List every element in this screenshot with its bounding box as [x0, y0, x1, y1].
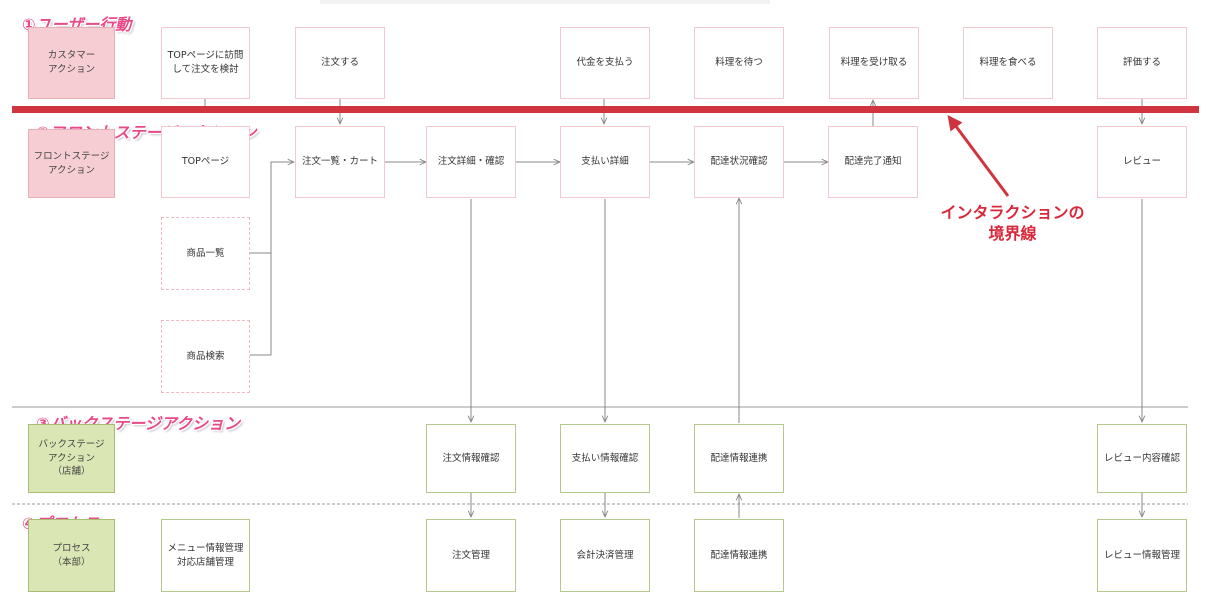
front-delivery-status-box: 配達状況確認: [694, 126, 784, 198]
process-menu-mgmt-box: メニュー情報管理 対応店舗管理: [161, 519, 250, 592]
front-delivery-done-box: 配達完了通知: [828, 126, 918, 198]
customer-order-box: 注文する: [295, 27, 385, 99]
customer-wait-box: 料理を待つ: [694, 27, 784, 99]
front-review-box: レビュー: [1097, 126, 1187, 198]
boundary-callout-arrow: [947, 114, 1010, 197]
front-order-cart-box: 注文一覧・カート: [295, 126, 385, 198]
customer-eat-box: 料理を食べる: [963, 27, 1053, 99]
front-top-page-box: TOPページ: [161, 126, 250, 198]
lane-label-front: フロントステージ アクション: [28, 129, 115, 198]
process-review-mgmt-box: レビュー情報管理: [1097, 519, 1187, 592]
product-list-to-cart-arrow: [250, 162, 294, 254]
back-delivery-link-box: 配達情報連携: [694, 424, 784, 493]
customer-visit-top-box: TOPページに訪問 して注文を検討: [161, 27, 250, 99]
process-order-mgmt-box: 注文管理: [426, 519, 516, 592]
customer-receive-box: 料理を受け取る: [829, 27, 919, 99]
lane-label-customer: カスタマー アクション: [28, 27, 115, 99]
top-edge-strip: [320, 0, 770, 4]
lane-label-back: バックステージ アクション （店舗）: [28, 424, 115, 493]
front-order-detail-box: 注文詳細・確認: [426, 126, 516, 198]
lane-label-process: プロセス （本部）: [28, 519, 115, 592]
boundary-callout-label: インタラクションの 境界線: [940, 203, 1085, 243]
process-delivery-link-box: 配達情報連携: [694, 519, 784, 592]
interaction-boundary-line: [12, 106, 1199, 113]
product-search-to-cart-connector: [250, 253, 272, 356]
front-product-list-box: 商品一覧: [161, 217, 250, 290]
front-product-search-box: 商品検索: [161, 320, 250, 393]
customer-pay-box: 代金を支払う: [560, 27, 650, 99]
back-review-check-box: レビュー内容確認: [1097, 424, 1187, 493]
back-payment-info-box: 支払い情報確認: [560, 424, 650, 493]
process-settlement-box: 会計決済管理: [560, 519, 650, 592]
front-payment-detail-box: 支払い詳細: [560, 126, 650, 198]
customer-review-box: 評価する: [1097, 27, 1187, 99]
back-order-info-box: 注文情報確認: [426, 424, 516, 493]
